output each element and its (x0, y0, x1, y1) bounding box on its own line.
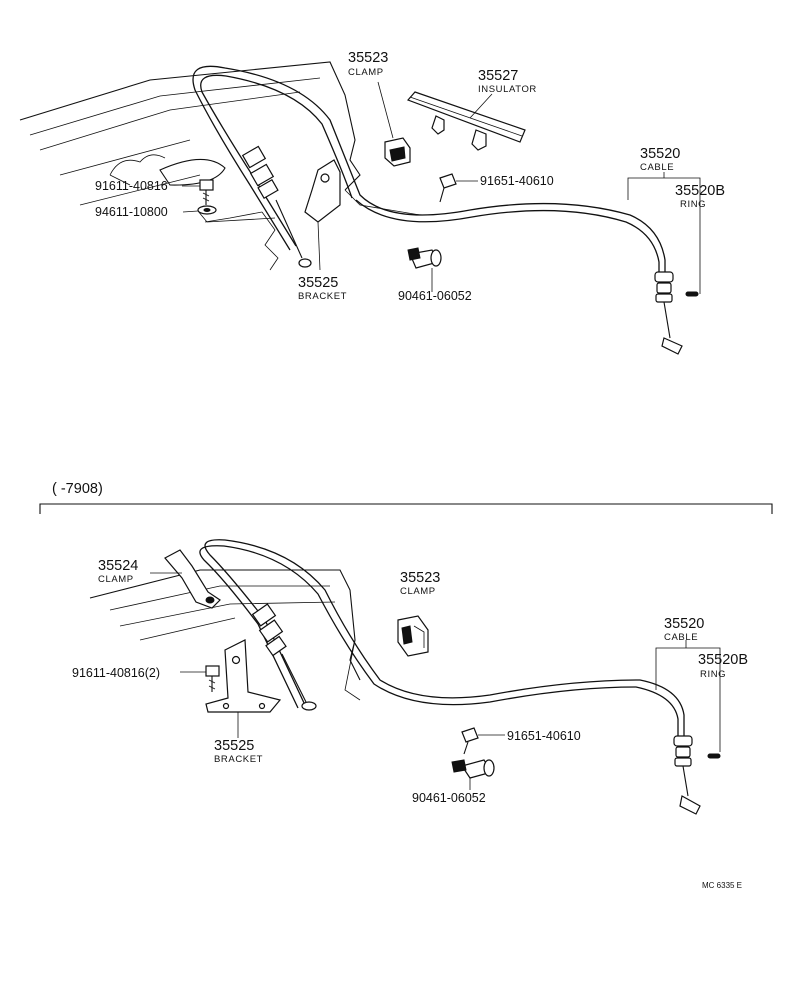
lower-clamp-b-name: CLAMP (400, 586, 436, 597)
lower-bracket-35525[interactable] (205, 639, 282, 738)
lower-cable-number: 35520 (664, 616, 704, 632)
lower-clamp-a-name: CLAMP (98, 574, 134, 585)
upper-washer-94611[interactable] (197, 205, 217, 215)
upper-bolt-b-number: 91651-40610 (480, 174, 554, 188)
upper-cable-pedal-end (654, 271, 683, 355)
lower-bracket-name: BRACKET (214, 754, 263, 765)
upper-cable-engine-end (241, 145, 312, 268)
upper-cable (192, 65, 666, 280)
upper-ring-number: 35520B (675, 183, 725, 199)
lower-clamp-35524[interactable] (150, 549, 221, 609)
upper-cable-leader (627, 172, 701, 294)
section-divider: ( -7908) (39, 481, 773, 514)
upper-clamp-number: 35523 (348, 50, 388, 66)
lower-clamp-b-number: 35523 (400, 570, 440, 586)
lower-cable-leader (655, 640, 721, 752)
lower-cable-engine-end (251, 603, 317, 711)
upper-bolt-91611[interactable] (199, 179, 214, 205)
lower-ring-name: RING (700, 669, 726, 680)
upper-clamp-35523[interactable] (377, 81, 411, 167)
lower-ring-number: 35520B (698, 652, 748, 668)
lower-clamp-35523[interactable] (397, 615, 429, 657)
lower-grommet-90461[interactable] (451, 759, 495, 790)
upper-ring-name: RING (680, 199, 706, 210)
upper-body-panel (19, 61, 421, 271)
upper-insulator-number: 35527 (478, 68, 518, 84)
upper-insulator-name: INSULATOR (478, 84, 537, 95)
upper-diagram: 35523 CLAMP 35527 INSULATOR 35520 CABLE … (19, 50, 725, 355)
lower-body-panel (89, 569, 361, 701)
upper-bolt-91651[interactable] (439, 173, 478, 203)
upper-grommet-90461[interactable] (407, 247, 442, 292)
lower-bolt-b-number: 91651-40610 (507, 729, 581, 743)
lower-bolt-91651[interactable] (461, 727, 505, 755)
upper-bracket-35525[interactable] (304, 159, 341, 271)
upper-ring-35520B[interactable] (685, 291, 699, 297)
upper-bracket-number: 35525 (298, 275, 338, 291)
upper-cable-number: 35520 (640, 146, 680, 162)
lower-grommet-number: 90461-06052 (412, 791, 486, 805)
lower-diagram: 35524 CLAMP 35523 CLAMP 35520 CABLE 3552… (72, 539, 748, 815)
lower-clamp-a-number: 35524 (98, 558, 138, 574)
lower-cable-name: CABLE (664, 632, 698, 643)
lower-bracket-number: 35525 (214, 738, 254, 754)
lower-ring-35520B[interactable] (707, 753, 721, 759)
lower-cable-pedal-end (673, 735, 701, 815)
lower-cable (199, 539, 685, 740)
upper-grommet-number: 90461-06052 (398, 289, 472, 303)
diagram-code: MC 6335 E (702, 881, 742, 890)
upper-insulator-35527[interactable] (406, 91, 526, 151)
upper-clamp-name: CLAMP (348, 67, 384, 78)
upper-bolt-a-number: 91611-40816 (95, 179, 168, 193)
lower-bolt-91611[interactable] (180, 665, 220, 692)
lower-bolt-a-number: 91611-40816(2) (72, 666, 160, 680)
upper-cable-name: CABLE (640, 162, 674, 173)
section-label: ( -7908) (52, 481, 103, 497)
upper-bracket-name: BRACKET (298, 291, 347, 302)
upper-washer-number: 94611-10800 (95, 205, 168, 219)
